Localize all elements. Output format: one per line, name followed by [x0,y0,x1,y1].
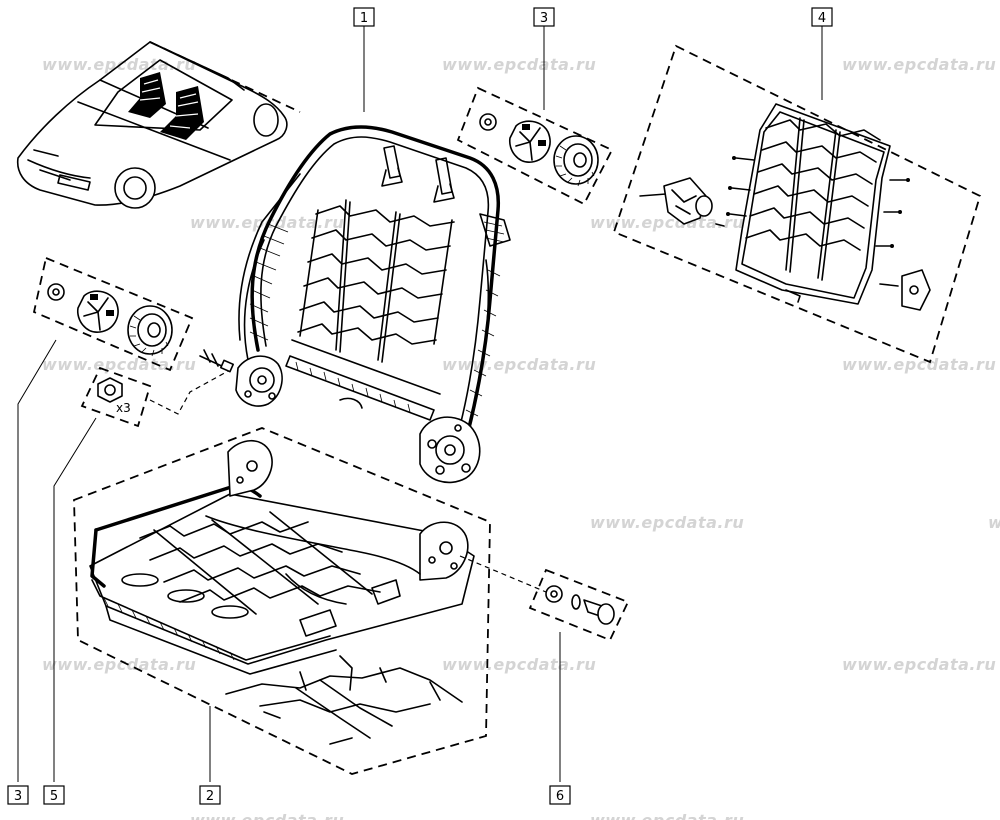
highlighted-seat [160,86,204,140]
bolt-fastener [199,349,234,373]
callout-label: 2 [206,789,214,804]
quantity-label: x3 [116,401,131,415]
watermark: www.epcdata.ru [842,55,996,74]
group-outline [73,427,491,775]
highlighted-seat [128,72,166,118]
watermark: www.epcdata.ru [190,811,344,820]
watermark: www.epcdata.ru [442,655,596,674]
callout-4[interactable]: 4 [811,7,833,27]
group-outline [528,568,630,642]
callout-label: 5 [50,789,58,804]
callout-label: 6 [556,789,564,804]
backrest-frame [235,125,511,484]
callout-label: 3 [540,11,548,26]
car-location-illustration [16,41,288,209]
recliner-plate [419,416,481,484]
recliner-knob-assembly [47,283,173,357]
projection-line [149,41,301,113]
group-outline [456,86,614,206]
group-outline [32,256,194,372]
backrest-spring-panel [726,103,910,305]
callout-3-left[interactable]: 3 [7,785,29,805]
lumbar-bracket [879,269,931,311]
watermark: www.epcdata.ru [590,811,744,820]
callout-label: 3 [14,789,22,804]
recliner-knob-assembly [479,113,599,187]
lumbar-adjuster [639,177,725,227]
callout-1[interactable]: 1 [353,7,375,27]
assembly-line [149,369,231,415]
assembly-line [459,555,547,593]
callout-6[interactable]: 6 [549,785,571,805]
callout-3-top[interactable]: 3 [533,7,555,27]
seat-cushion-frame [89,439,475,675]
backrest-spring-mat [297,199,455,363]
callout-leaders [17,26,823,782]
pivot-bolt-assembly [545,585,615,625]
watermark: www.epcdata.ru [42,55,196,74]
watermark: www.epcdata.ru [988,513,1000,532]
group-outline [612,44,982,364]
watermark: www.epcdata.ru [590,513,744,532]
callout-label: 4 [818,11,826,26]
watermark: www.epcdata.ru [442,355,596,374]
seat-spring-wire [225,655,463,745]
watermark: www.epcdata.ru [42,655,196,674]
watermark: www.epcdata.ru [442,55,596,74]
nut-fastener: x3 [97,377,131,415]
watermark: www.epcdata.ru [42,355,196,374]
group-outline [80,366,152,428]
watermark: www.epcdata.ru [842,655,996,674]
watermark: www.epcdata.ru [590,213,744,232]
watermark-layer: www.epcdata.ru www.epcdata.ru www.epcdat… [42,55,1000,820]
callout-label: 1 [360,11,368,26]
callout-5[interactable]: 5 [43,785,65,805]
callout-2[interactable]: 2 [199,785,221,805]
recliner-plate [235,355,283,407]
watermark: www.epcdata.ru [842,355,996,374]
